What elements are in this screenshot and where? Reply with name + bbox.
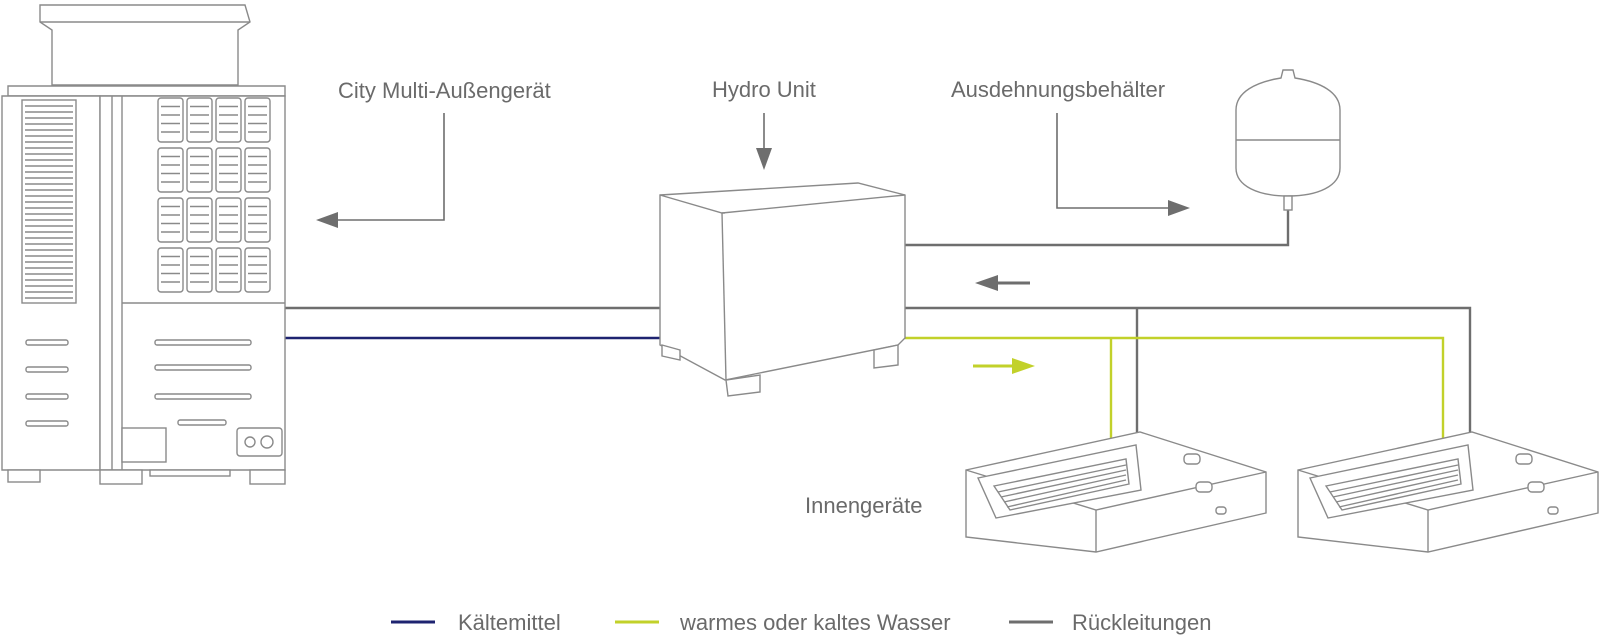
- indoor-unit-icon: [965, 431, 1267, 553]
- outdoor-unit-label: City Multi-Außengerät: [338, 78, 551, 103]
- legend-label-water: warmes oder kaltes Wasser: [679, 610, 951, 635]
- indoor-unit-icon: [1297, 431, 1599, 553]
- legend: Kältemittel warmes oder kaltes Wasser Rü…: [391, 610, 1211, 635]
- return-flow-arrow-icon: [975, 275, 1030, 291]
- outdoor-unit-pointer-head-icon: [316, 212, 338, 228]
- indoor-units-illustration: [965, 431, 1599, 553]
- indoor-units-label: Innengeräte: [805, 493, 922, 518]
- legend-item-return: Rückleitungen: [1009, 610, 1211, 635]
- legend-item-refrigerant: Kältemittel: [391, 610, 561, 635]
- expansion-tank-label: Ausdehnungsbehälter: [951, 77, 1165, 102]
- hydro-unit-label: Hydro Unit: [712, 77, 816, 102]
- supply-flow-arrow-icon: [973, 358, 1035, 374]
- outdoor-unit-pointer-icon: [338, 113, 445, 221]
- legend-label-refrigerant: Kältemittel: [458, 610, 561, 635]
- expansion-tank-illustration: [1235, 69, 1341, 211]
- pipes: [285, 210, 1472, 440]
- return-pipe: [905, 306, 1472, 440]
- legend-label-return: Rückleitungen: [1072, 610, 1211, 635]
- water-pipe: [905, 336, 1445, 440]
- expansion-tank-pipe: [905, 210, 1290, 247]
- outdoor-unit-illustration: [1, 4, 286, 485]
- hydro-unit-illustration: [659, 182, 906, 397]
- hydro-unit-pointer-icon: [756, 113, 772, 170]
- expansion-tank-pointer-icon: [1056, 113, 1190, 216]
- legend-item-water: warmes oder kaltes Wasser: [615, 610, 951, 635]
